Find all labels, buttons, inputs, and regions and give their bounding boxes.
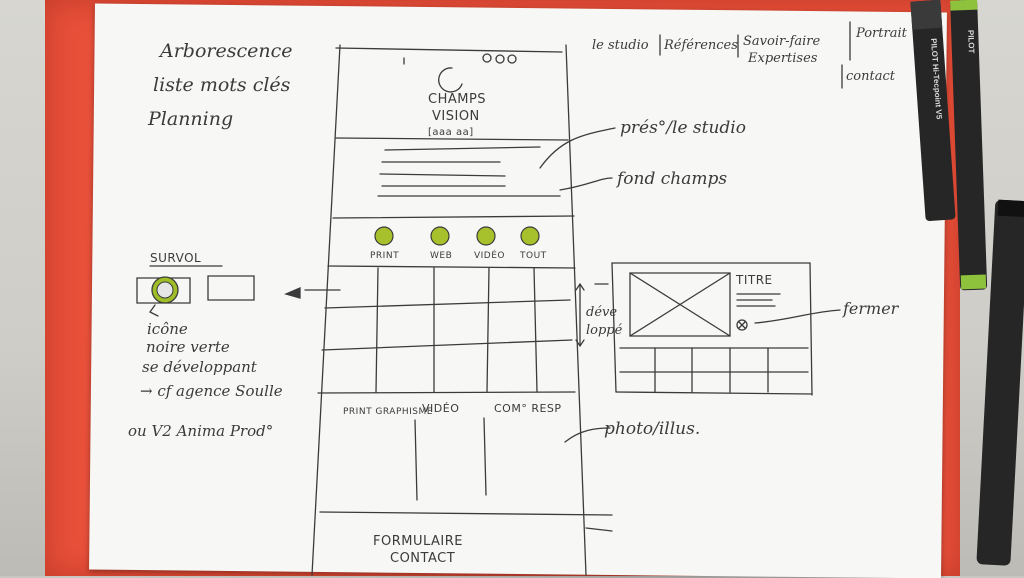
header-top-line [335,47,563,53]
note-arborescence: Arborescence [158,40,293,62]
note-planning: Planning [147,108,233,130]
tout-filter-icon [520,226,540,246]
filter-label-web: WEB [430,251,452,261]
column-right-edge [565,44,587,576]
filter-label-tout: TOUT [519,251,547,261]
intro-bottom-line [332,215,575,219]
note-fermer: fermer [842,299,900,318]
section-video: VIDÉO [422,402,459,415]
filter-icons [151,226,540,304]
video-filter-icon [476,226,496,246]
note-pres-studio: prés°/le studio [620,118,746,138]
note-photo-illus: photo/illus. [604,419,700,439]
logo-mark [438,67,463,93]
black-marker [976,199,1024,566]
section-com-resp: COM° RESP [494,402,562,415]
note-developpe-1: déve [586,305,617,320]
print-filter-icon [374,226,394,246]
logo-text-champs: CHAMPS [428,92,486,107]
note-mots-cles: liste mots clés [153,74,291,96]
survol-desc-4: → cf agence Soulle [140,382,283,400]
logo-text-vision: VISION [432,109,480,124]
filter-label-print: PRINT [370,251,399,261]
footer-contact: CONTACT [390,551,455,566]
pilot-pen-1 [910,0,956,221]
nav-contact: contact [846,69,896,84]
survol-desc-3: se développant [142,358,258,376]
survol-desc-2: noire verte [146,338,230,356]
nav-portrait: Portrait [855,26,908,41]
survol-desc-5: ou V2 Anima Prod° [128,422,273,440]
column-left-edge [311,44,341,576]
header-bottom-line [335,137,569,141]
nav-le-studio: le studio [592,38,649,53]
note-fond-champs: fond champs [615,169,727,189]
nav-references: Références [663,38,738,53]
section-print-graphisme: PRINT GRAPHISME [343,407,433,417]
nav-savoir-faire: Savoir-faire [743,34,821,49]
pen-label-2: PILOT [966,30,976,54]
survol-desc-1: icône [147,320,188,338]
web-filter-icon [430,226,450,246]
note-developpe-2: loppé [586,323,623,338]
nav-expertises: Expertises [747,51,818,66]
filter-label-video: VIDÉO [474,249,505,261]
pilot-pen-2 [950,0,988,291]
detail-title: TITRE [735,273,773,287]
logo-text-tagline: [aaa aa] [428,127,474,138]
footer-formulaire: FORMULAIRE [373,534,463,549]
note-survol: SURVOL [150,251,201,265]
